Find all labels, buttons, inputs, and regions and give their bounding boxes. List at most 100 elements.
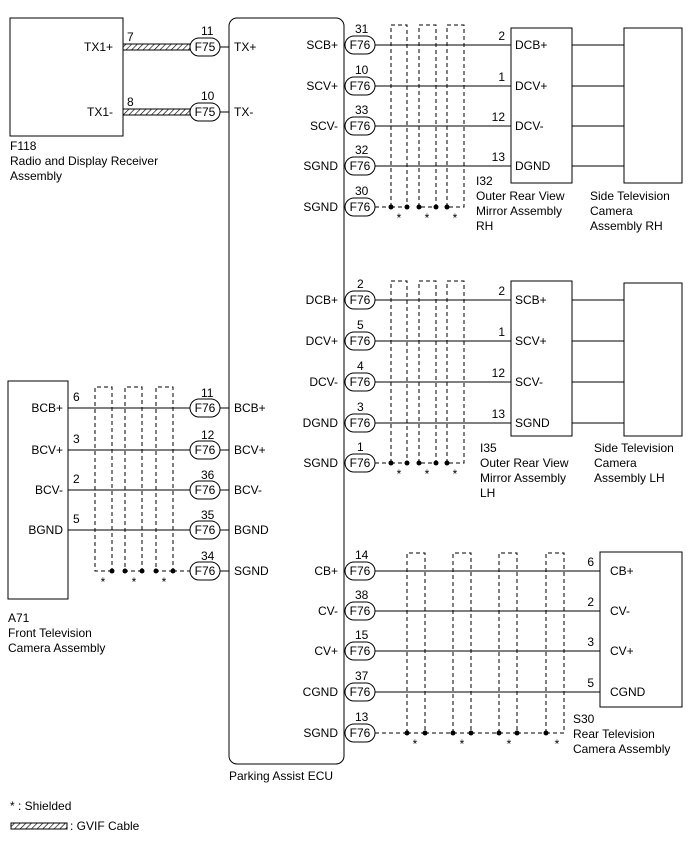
connector-f76 [344, 413, 376, 433]
component-name: RH [476, 219, 493, 233]
shield-mark: * [425, 211, 430, 225]
connector-label: F76 [350, 604, 371, 618]
shield [498, 552, 518, 734]
ecu-pin-number: 3 [357, 400, 364, 414]
ecu-pin-number: 30 [355, 184, 369, 198]
shield [390, 280, 408, 464]
pin-label: SCB+ [515, 293, 547, 307]
ecu-pin-label: SGND [303, 200, 338, 214]
connector-label: F76 [195, 564, 216, 578]
shield [446, 280, 465, 464]
ecu-pin-number: 5 [357, 318, 364, 332]
shield-mark: * [425, 467, 430, 481]
connector-label: F76 [350, 456, 371, 470]
pin-number: 2 [73, 472, 80, 486]
component-code: F118 [10, 139, 37, 153]
shield [94, 386, 113, 572]
ecu-pin-label: DCB+ [306, 293, 338, 307]
shield-mark: * [453, 467, 458, 481]
connector-f76 [344, 197, 376, 217]
legend: * : Shielded : GVIF Cable [10, 799, 140, 833]
ecu-pin-label: CV- [318, 604, 338, 618]
shield [418, 24, 437, 208]
ecu-pin-number: 31 [355, 22, 369, 36]
i35-box [510, 280, 573, 437]
connector-label: F76 [195, 523, 216, 537]
pin-number: 2 [587, 595, 594, 609]
ecu-pin-number: 15 [355, 628, 369, 642]
ecu-pin-number: 2 [357, 277, 364, 291]
connector-f76 [344, 601, 376, 621]
shield-mark: * [397, 467, 402, 481]
pin-number: 12 [492, 110, 506, 124]
shield-mark: * [397, 211, 402, 225]
pin-label: SGND [515, 416, 550, 430]
ecu-pin-number: 11 [201, 386, 214, 400]
ecu-pin-number: 34 [201, 549, 215, 563]
i32-wiring: * * * SCB+ 31 F76 2 DCB+ SCV+ 10 F76 1 D… [303, 22, 670, 233]
ecu-pin-number: 4 [357, 359, 364, 373]
pin-label: CV+ [610, 644, 634, 658]
component-name: Camera Assembly [573, 742, 670, 756]
connector-f76 [344, 290, 376, 310]
shield-mark: * [555, 737, 560, 751]
ecu-pin-number: 11 [201, 24, 214, 38]
ecu-pin-number: 36 [201, 468, 215, 482]
connector-f76 [344, 331, 376, 351]
connector-label: F76 [350, 119, 371, 133]
connector-label: F76 [350, 644, 371, 658]
connector-f76 [344, 76, 376, 96]
pin-label: DCV- [515, 119, 544, 133]
pin-label: TX1- [87, 105, 113, 119]
gvif-cable [122, 108, 191, 116]
ecu-pin-number: 13 [355, 710, 369, 724]
ecu-pin-number: 38 [355, 588, 369, 602]
pin-label: BCV- [35, 483, 63, 497]
shield [418, 280, 437, 464]
shield [155, 386, 174, 572]
ecu-pin-label: SGND [234, 564, 269, 578]
ecu-label: Parking Assist ECU [229, 769, 333, 783]
ecu-pin-label: SCV+ [306, 79, 338, 93]
ecu-pin-label: TX- [234, 105, 253, 119]
connector-f76 [344, 723, 376, 743]
ecu-pin-label: DCV- [309, 375, 338, 389]
ecu-pin-label: SGND [303, 159, 338, 173]
component-code: I32 [476, 174, 493, 188]
pin-number: 6 [73, 390, 80, 404]
connector-f76 [344, 35, 376, 55]
connector-label: F76 [350, 79, 371, 93]
s30-box [599, 551, 683, 708]
gvif-cable [122, 43, 191, 51]
shield [446, 24, 465, 208]
component-name: Mirror Assembly [476, 204, 562, 218]
ecu-pin-number: 10 [355, 63, 369, 77]
connector-label: F76 [350, 726, 371, 740]
connector-label: F76 [195, 483, 216, 497]
pin-number: 13 [492, 407, 506, 421]
ecu-pin-number: 33 [355, 103, 369, 117]
ecu-pin-label: BCV- [234, 483, 262, 497]
pin-number: 12 [492, 366, 506, 380]
ecu-pin-number: 14 [355, 548, 369, 562]
connector-f75 [189, 37, 221, 57]
pin-label: BCB+ [31, 401, 63, 415]
ecu-pin-label: SGND [303, 726, 338, 740]
ecu-pin-label: CGND [303, 685, 339, 699]
connector-label: F76 [350, 375, 371, 389]
pin-label: SCV- [515, 375, 543, 389]
connector-label: F76 [350, 564, 371, 578]
ecu-box [228, 17, 345, 765]
component-name: Rear Television [573, 727, 655, 741]
pin-label: SCV+ [515, 334, 547, 348]
shield-mark: * [507, 737, 512, 751]
connector-f76 [344, 372, 376, 392]
ecu-pin-label: CV+ [314, 644, 338, 658]
component-name: Outer Rear View [476, 189, 565, 203]
pin-number: 2 [498, 284, 505, 298]
connector-label: F76 [195, 401, 216, 415]
pin-label: CGND [610, 685, 646, 699]
a71-box [7, 380, 69, 600]
connector-label: F75 [195, 40, 216, 54]
